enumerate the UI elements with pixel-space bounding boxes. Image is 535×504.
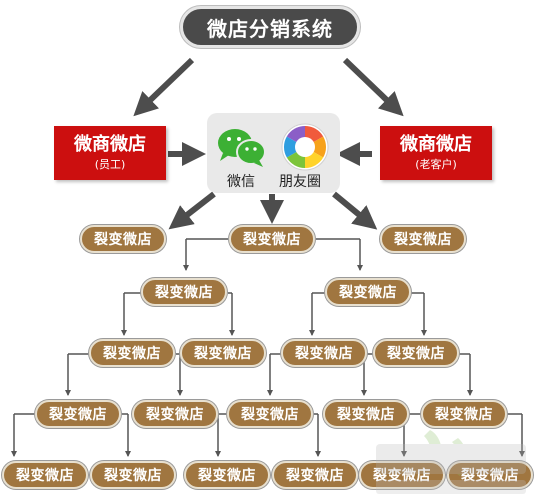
fission-shop-node: 裂变微店 bbox=[421, 400, 507, 428]
wechat-label: 微信 bbox=[227, 174, 255, 190]
wechat-icon bbox=[218, 129, 266, 167]
arrow-hub-to-right-node bbox=[332, 191, 378, 230]
fission-shop-node: 裂变微店 bbox=[184, 461, 270, 489]
employee-shop-role: (员工) bbox=[94, 158, 126, 171]
arrow-hub-to-left-node bbox=[168, 191, 216, 230]
moments-label: 朋友圈 bbox=[279, 174, 321, 190]
arrow-title-to-right-shop bbox=[342, 57, 404, 117]
social-hub: 微信 朋友圈 bbox=[207, 113, 340, 193]
customer-shop-box: 微商微店 (老客户) bbox=[380, 126, 492, 180]
moments-icon bbox=[281, 123, 329, 171]
watermark-logo bbox=[376, 430, 526, 494]
fission-shop-node: 裂变微店 bbox=[35, 400, 121, 428]
fission-shop-node: 裂变微店 bbox=[2, 461, 88, 489]
fission-shop-node: 裂变微店 bbox=[447, 461, 533, 489]
fission-shop-node: 裂变微店 bbox=[323, 400, 409, 428]
fission-shop-node: 裂变微店 bbox=[90, 461, 176, 489]
fission-shop-node: 裂变微店 bbox=[227, 400, 313, 428]
fission-shop-node: 裂变微店 bbox=[141, 278, 227, 306]
fission-shop-node: 裂变微店 bbox=[281, 339, 367, 367]
fission-shop-node: 裂变微店 bbox=[272, 461, 358, 489]
fission-shop-node: 裂变微店 bbox=[359, 461, 445, 489]
customer-shop-role: (老客户) bbox=[415, 158, 457, 171]
customer-shop-name: 微商微店 bbox=[400, 134, 472, 155]
fission-shop-node: 裂变微店 bbox=[80, 225, 166, 253]
fission-shop-node: 裂变微店 bbox=[373, 339, 459, 367]
hub-graphics bbox=[218, 123, 329, 171]
diagram-title: 微店分销系统 bbox=[180, 6, 360, 48]
fission-shop-node: 裂变微店 bbox=[132, 400, 218, 428]
fission-shop-node: 裂变微店 bbox=[180, 339, 266, 367]
fission-shop-node: 裂变微店 bbox=[89, 339, 175, 367]
fission-shop-node: 裂变微店 bbox=[325, 278, 411, 306]
employee-shop-box: 微商微店 (员工) bbox=[54, 126, 166, 180]
fission-shop-node: 裂变微店 bbox=[380, 225, 466, 253]
arrow-title-to-left-shop bbox=[133, 57, 195, 117]
fission-shop-node: 裂变微店 bbox=[229, 225, 315, 253]
employee-shop-name: 微商微店 bbox=[74, 134, 146, 155]
